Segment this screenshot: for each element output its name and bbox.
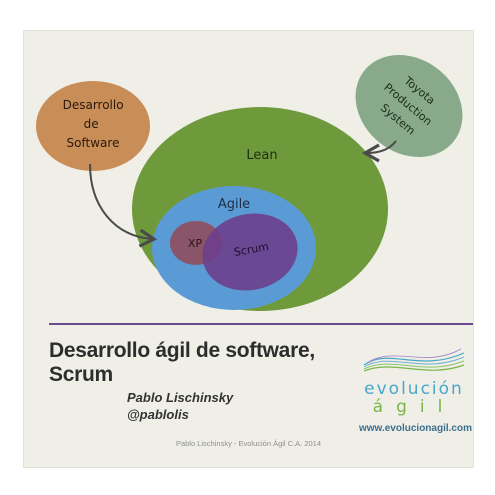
slide-title: Desarrollo ágil de software, Scrum <box>49 339 379 387</box>
desarrollo-line-2: de <box>84 117 99 131</box>
scrum-label: Scrum <box>233 240 270 259</box>
desarrollo-label: Desarrollo de Software <box>63 98 128 150</box>
author-handle: @pablolis <box>127 407 189 422</box>
divider-line <box>49 323 473 325</box>
footer-credit: Pablo Lischinsky - Evolución Ágil C.A. 2… <box>175 439 322 448</box>
arrow-toyota-to-lean <box>361 140 397 163</box>
logo-brand-line-1: evolución <box>364 379 464 399</box>
scrum-ellipse <box>202 213 298 291</box>
author-block: Pablo Lischinsky @pablolis <box>127 389 233 423</box>
agile-label: Agile <box>218 197 250 212</box>
logo-url[interactable]: www.evolucionagil.com <box>359 423 472 434</box>
logo-brand-line-2: ágil <box>372 397 456 417</box>
author-name: Pablo Lischinsky <box>127 390 234 405</box>
evolucion-agil-logo: evolución ágil www.evolucionagil.com <box>359 343 472 443</box>
title-line-2: Scrum <box>49 363 113 386</box>
xp-label: XP <box>188 237 203 250</box>
lean-label: Lean <box>246 148 277 163</box>
toyota-ellipse <box>355 54 463 158</box>
desarrollo-line-3: Software <box>67 136 120 150</box>
logo-swoosh-graphic <box>363 348 465 372</box>
scrum-context-diagram: Lean Agile XP Scrum Desarrollo de Softwa… <box>36 54 463 311</box>
title-line-1: Desarrollo ágil de software, <box>49 339 315 362</box>
desarrollo-ellipse <box>36 81 150 171</box>
slide: Lean Agile XP Scrum Desarrollo de Softwa… <box>23 30 474 468</box>
arrow-desarrollo-to-xp <box>89 163 158 248</box>
desarrollo-line-1: Desarrollo <box>63 98 124 112</box>
